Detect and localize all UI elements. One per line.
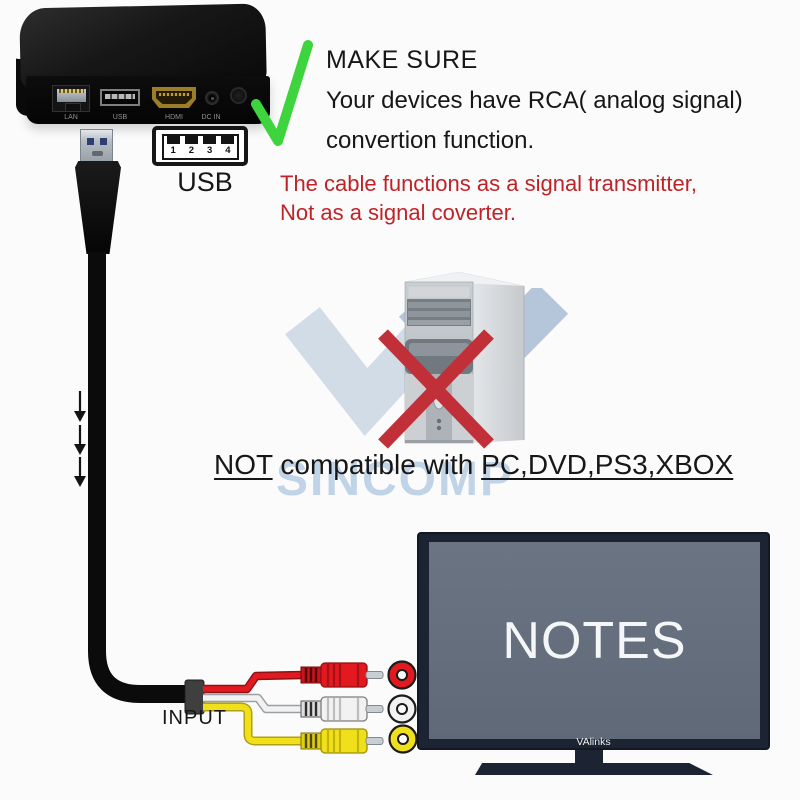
usb-plug-slot bbox=[92, 151, 103, 156]
note-compatibility: NOT compatible with PC,DVD,PS3,XBOX bbox=[214, 449, 733, 481]
pin-number: 1 bbox=[170, 145, 176, 156]
rca-wire-red bbox=[203, 670, 304, 694]
tower-led bbox=[436, 425, 442, 431]
usb-pin-1: 1 bbox=[164, 136, 182, 158]
note-make-sure-title: MAKE SURE bbox=[326, 46, 478, 74]
usb-pinout-inner: 1 2 3 4 bbox=[162, 134, 239, 160]
pin-number: 2 bbox=[188, 145, 195, 156]
usb-diagram-label: USB bbox=[177, 167, 233, 197]
tv-screen: NOTES bbox=[429, 542, 760, 739]
usb-plug-metal bbox=[80, 129, 113, 162]
tv-frame: NOTES VAlinks bbox=[417, 532, 770, 750]
hdmi-port-pins bbox=[159, 93, 189, 96]
compat-devices: PC,DVD,PS3,XBOX bbox=[481, 449, 734, 480]
plug-tip bbox=[365, 671, 384, 679]
plug-crimp-ribs bbox=[304, 734, 318, 748]
plug-tip bbox=[365, 705, 384, 713]
rca-jack-white bbox=[387, 694, 417, 724]
tower-blank-bay bbox=[407, 285, 471, 299]
dc-in-jack bbox=[205, 91, 219, 105]
usb-port-label: USB bbox=[112, 114, 128, 121]
usb-plug-pin bbox=[87, 138, 94, 145]
usb-cable bbox=[88, 252, 187, 703]
tower-led bbox=[436, 418, 442, 424]
rca-jack-yellow bbox=[388, 724, 418, 754]
plug-crimp-ribs bbox=[304, 668, 318, 682]
dc-in-pin bbox=[211, 97, 214, 100]
pin-number: 4 bbox=[225, 145, 231, 156]
pin-tab bbox=[221, 136, 235, 144]
usb-pinout-diagram: 1 2 3 4 bbox=[152, 126, 248, 166]
down-arrow-icon bbox=[74, 425, 86, 455]
cross-stroke-2 bbox=[378, 329, 494, 449]
plug-tip bbox=[365, 737, 384, 745]
plug-crimp-ribs bbox=[304, 702, 318, 716]
down-arrow-icon bbox=[74, 391, 86, 422]
box-front-face: LAN USB HDMI DC IN bbox=[26, 76, 270, 124]
usb-plug-body bbox=[75, 161, 121, 254]
set-top-box: LAN USB HDMI DC IN bbox=[12, 2, 274, 132]
usb-pin-4: 4 bbox=[219, 136, 237, 158]
plug-barrel-ribs bbox=[326, 698, 360, 720]
rca-plug-yellow bbox=[300, 728, 384, 754]
tower-drive-bays bbox=[407, 299, 471, 326]
rca-plug-red bbox=[300, 662, 384, 688]
rca-plug-white bbox=[300, 696, 384, 722]
tv-stand-base bbox=[475, 763, 713, 775]
power-button bbox=[230, 87, 247, 104]
hdmi-port-label: HDMI bbox=[165, 114, 183, 121]
lan-port-contacts bbox=[59, 89, 84, 93]
hdmi-port bbox=[152, 87, 196, 108]
pin-number: 3 bbox=[206, 145, 213, 156]
rca-jack-red bbox=[387, 660, 417, 690]
plug-barrel-ribs bbox=[326, 730, 360, 752]
watermark-text: SINCOMP bbox=[276, 453, 515, 506]
tv: NOTES VAlinks bbox=[417, 532, 770, 778]
pin-tab bbox=[203, 136, 217, 144]
tower-side bbox=[473, 284, 524, 443]
usb-pin-2: 2 bbox=[182, 136, 200, 158]
pin-tab bbox=[166, 136, 180, 144]
tv-screen-text: NOTES bbox=[502, 611, 687, 670]
plug-barrel-ribs bbox=[326, 664, 360, 686]
lan-port-label: LAN bbox=[64, 114, 78, 121]
note-make-sure-line2: convertion function. bbox=[326, 127, 535, 154]
lan-port bbox=[52, 85, 90, 112]
usb-plug-pin bbox=[100, 138, 107, 145]
check-icon bbox=[251, 40, 313, 146]
cross-icon bbox=[378, 329, 494, 449]
usb-port bbox=[100, 89, 140, 106]
pc-tower bbox=[378, 271, 525, 449]
pin-tab bbox=[184, 136, 198, 144]
note-warning-line1: The cable functions as a signal transmit… bbox=[280, 171, 697, 196]
note-warning-line2: Not as a signal coverter. bbox=[280, 200, 517, 225]
compat-middle: compatible with bbox=[272, 449, 482, 480]
check-stroke bbox=[251, 40, 313, 146]
compat-not: NOT bbox=[214, 449, 273, 480]
tv-stand-neck bbox=[575, 750, 603, 763]
input-label: INPUT bbox=[162, 707, 227, 729]
lan-port-notch bbox=[65, 103, 81, 112]
usb-port-tongue bbox=[105, 94, 135, 99]
usb-pin-3: 3 bbox=[201, 136, 219, 158]
dc-in-label: DC IN bbox=[201, 114, 221, 121]
down-arrow-icons bbox=[74, 391, 86, 487]
note-make-sure-line1: Your devices have RCA( analog signal) bbox=[326, 87, 743, 114]
tv-brand: VAlinks bbox=[576, 736, 611, 748]
down-arrow-icon bbox=[74, 457, 86, 487]
tower-base-edge bbox=[405, 440, 473, 443]
